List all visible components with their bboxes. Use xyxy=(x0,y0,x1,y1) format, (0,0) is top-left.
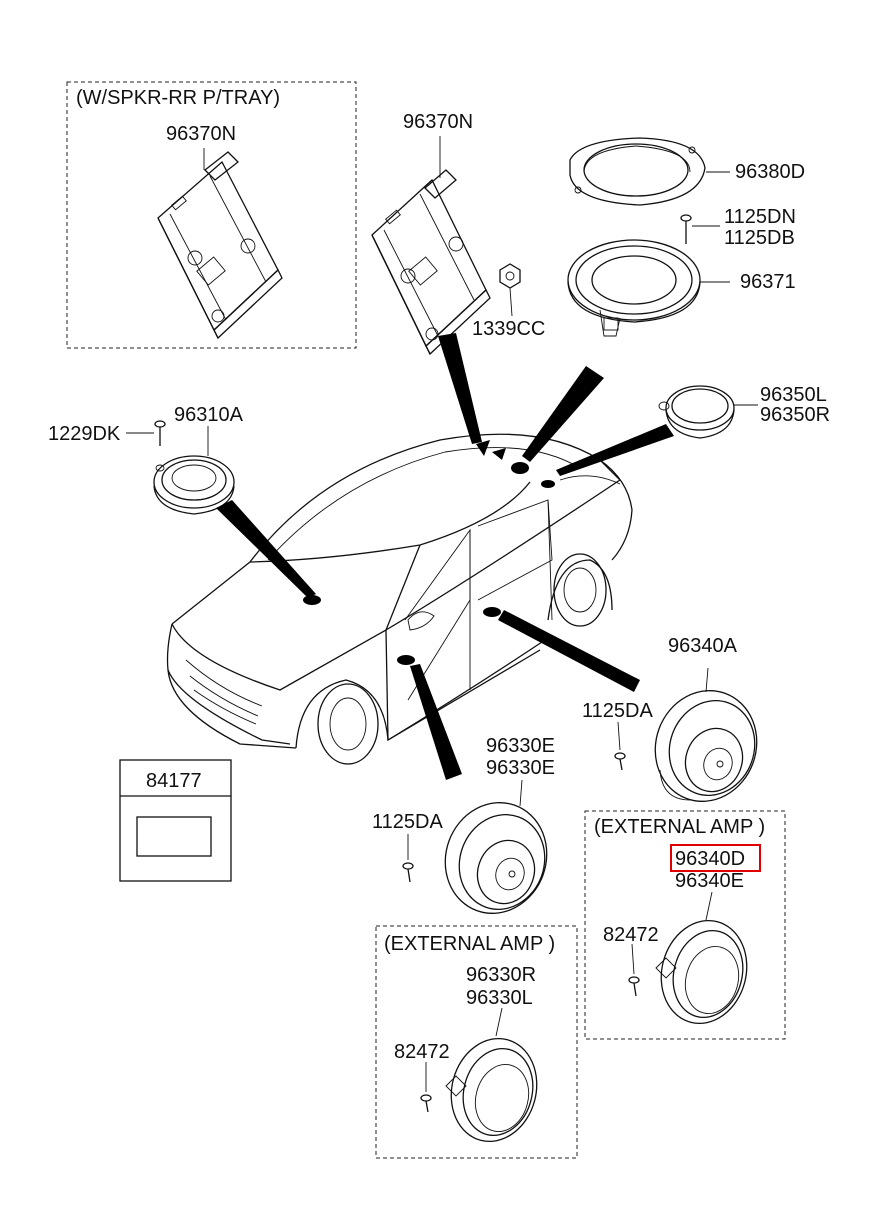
label-ext-rear-highlighted: 96340D xyxy=(675,848,745,870)
rr-tray-box xyxy=(66,81,357,349)
rear-door-screw-drawing xyxy=(614,721,626,771)
label-tweeter-l: 96350L xyxy=(760,384,827,406)
label-front-door-speaker-1: 96330E xyxy=(486,735,555,757)
ext-rear-speaker-drawing xyxy=(655,891,748,1025)
label-grille: 96380D xyxy=(735,161,805,183)
box-title-rr-tray: (W/SPKR-RR P/TRAY) xyxy=(76,87,280,109)
amplifier-boxed-drawing xyxy=(157,151,283,340)
amplifier-main-drawing xyxy=(371,169,491,356)
label-tweeter-r: 96350R xyxy=(760,404,830,426)
label-front-door-screw: 1125DA xyxy=(372,811,443,833)
label-nut: 1339CC xyxy=(472,318,545,340)
pointer-wedges xyxy=(216,333,674,780)
rear-door-speaker-drawing xyxy=(654,667,758,802)
ext-front-screw-drawing xyxy=(420,1062,432,1113)
label-sub-speaker: 96371 xyxy=(740,271,796,293)
label-ext-rear-screw: 82472 xyxy=(603,924,659,946)
label-rear-door-speaker: 96340A xyxy=(668,635,738,657)
sub-speaker-drawing xyxy=(567,239,730,337)
ext-front-speaker-drawing xyxy=(445,1007,538,1143)
car-drawing xyxy=(166,433,633,765)
label-part-84177: 84177 xyxy=(146,770,202,792)
label-plate xyxy=(136,816,212,857)
label-rear-door-screw: 1125DA xyxy=(582,700,653,722)
front-door-screw-drawing xyxy=(402,834,414,883)
label-ext-front-r: 96330R xyxy=(466,964,536,986)
tweeter-drawing xyxy=(658,385,758,439)
label-screw-b: 1125DB xyxy=(724,227,795,249)
box-title-ext-amp-front: (EXTERNAL AMP ) xyxy=(594,816,765,838)
front-screw-drawing xyxy=(126,420,166,446)
front-door-speaker-drawing xyxy=(444,779,548,914)
label-front-screw: 1229DK xyxy=(48,423,121,445)
box-title-ext-amp-rear: (EXTERNAL AMP ) xyxy=(384,933,555,955)
label-ext-front-l: 96330L xyxy=(466,987,533,1009)
ext-amp-rear-box xyxy=(375,925,578,1159)
ext-rear-screw-drawing xyxy=(628,943,640,997)
screw-top-drawing xyxy=(680,214,720,244)
ext-amp-front-box xyxy=(584,810,786,1040)
label-box xyxy=(119,759,232,882)
label-amp-main: 96370N xyxy=(403,111,473,133)
label-ext-rear-2: 96340E xyxy=(675,870,744,892)
highlight-frame xyxy=(670,844,761,872)
label-amp-boxed: 96370N xyxy=(166,123,236,145)
label-ext-front-screw: 82472 xyxy=(394,1041,450,1063)
front-speaker-drawing xyxy=(153,426,235,515)
grille-drawing xyxy=(569,137,730,206)
label-front-speaker: 96310A xyxy=(174,404,244,426)
label-front-door-speaker-2: 96330E xyxy=(486,757,555,779)
label-screw-a: 1125DN xyxy=(724,206,796,228)
nut-drawing xyxy=(499,263,521,317)
